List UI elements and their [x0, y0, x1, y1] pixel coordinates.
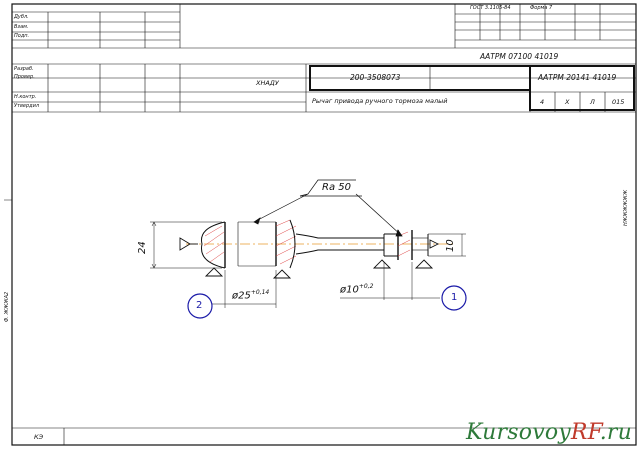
- dim-25-lines: [212, 270, 277, 308]
- part-outline: [200, 219, 429, 269]
- support-marks: [179, 237, 440, 279]
- right-vertical-text: НЖЖЖЖЖЖ: [623, 189, 629, 226]
- callout-2-label: 2: [196, 300, 203, 311]
- row-label-vzam: Взам.: [14, 24, 29, 30]
- sheet-cell-3: Л: [590, 98, 595, 106]
- dim-10-label: 10: [445, 239, 456, 252]
- part-name: Рычаг привода ручного тормоза малый: [312, 97, 448, 105]
- roughness-leader: [253, 179, 403, 237]
- sheet-cell-2: Х: [565, 98, 570, 106]
- watermark-suffix: .ru: [599, 420, 632, 445]
- row-label-utv: Утвердил: [14, 103, 40, 109]
- part-number: 200-3508073: [350, 73, 401, 82]
- row-label-podp: Подп.: [14, 33, 30, 39]
- dim-d10-value: ø10: [340, 284, 359, 296]
- dim-d25-value: ø25: [232, 290, 251, 302]
- row-label-nkontr: Н.контр.: [14, 94, 37, 100]
- watermark-main: Kursovoy: [466, 420, 571, 445]
- doc-code-box: [529, 65, 635, 111]
- doc-code-main: ААТРМ 20141 41019: [538, 73, 617, 82]
- watermark-logo[interactable]: KursovoyRF.ru: [466, 420, 632, 445]
- sheet-cell-1: 4: [540, 98, 545, 106]
- dim-d25-tolerance: +0,14: [250, 289, 270, 296]
- title-block: [12, 4, 636, 113]
- dim-d25-label: ø25+0,14: [232, 290, 269, 301]
- row-label-prover: Провер.: [14, 74, 35, 80]
- dim-10d-lines: [340, 262, 440, 300]
- dim-d10-tolerance: +0,2: [358, 283, 374, 290]
- sheet-frame: [11, 3, 637, 446]
- dim-d10-label: ø10+0,2: [340, 284, 373, 295]
- form-label: Форма 7: [530, 5, 553, 11]
- dim-24-lines: [150, 221, 222, 269]
- dim-10-lines: [428, 233, 466, 257]
- dim-24-label: 24: [137, 241, 148, 254]
- callout-1-label: 1: [451, 292, 458, 303]
- left-vertical-text: Ф. ЖЖЖА2: [4, 291, 10, 322]
- callout-2-circle: [187, 293, 213, 319]
- watermark-accent: RF: [570, 420, 600, 445]
- roughness-label: Ra 50: [322, 182, 351, 193]
- gost-label: ГОСТ 3.1105-84: [470, 5, 511, 11]
- doc-code-top: ААТРМ 07100 41019: [480, 52, 559, 61]
- bottom-left-text: КЭ: [34, 433, 44, 441]
- callout-1-circle: [441, 285, 467, 311]
- sheet-cell-4: 015: [612, 98, 625, 106]
- row-label-dubl: Дубл.: [14, 14, 29, 20]
- org-name: ХНАДУ: [256, 79, 279, 87]
- row-label-razrab: Разраб.: [14, 66, 34, 72]
